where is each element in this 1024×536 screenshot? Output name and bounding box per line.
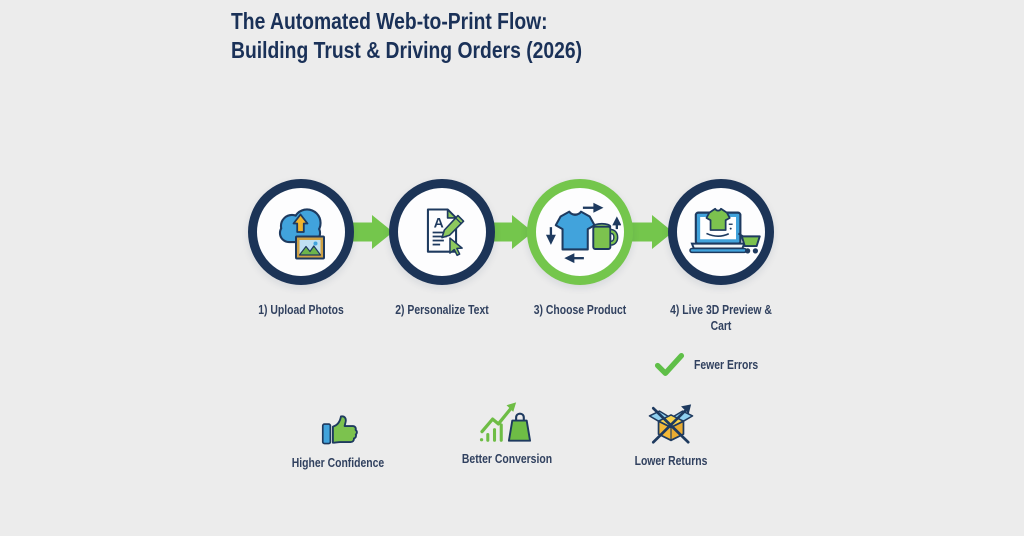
step-label-personalize-text: 2) Personalize Text: [395, 302, 489, 317]
arrow-right-icon: [348, 215, 393, 249]
flow-connector-2: [488, 214, 534, 250]
step-circle-upload-photos: [248, 179, 354, 285]
flow-connector-3: [628, 214, 674, 250]
step-circle-personalize-text: A: [389, 179, 495, 285]
arrow-right-icon: [488, 215, 533, 249]
step-label-choose-product: 3) Choose Product: [533, 302, 627, 317]
fewer-errors-callout: Fewer Errors: [654, 352, 774, 377]
laptop-preview-cart-icon: [689, 207, 761, 254]
fewer-errors-label: Fewer Errors: [694, 357, 759, 372]
growth-chart-bag-icon: [479, 402, 531, 442]
title-line-2: Building Trust & Driving Orders (2026): [231, 36, 583, 63]
title-line-1: The Automated Web-to-Print Flow:: [231, 8, 548, 34]
benefit-better-conversion: Better Conversion: [422, 399, 592, 466]
benefit-lower-returns: Lower Returns: [586, 401, 756, 468]
tshirt-mug-cycle-icon: [545, 202, 621, 264]
svg-text:A: A: [434, 214, 444, 230]
step-circle-choose-product: [527, 179, 633, 285]
document-edit-icon: A: [426, 208, 465, 257]
flow-connector-1: [348, 214, 394, 250]
benefit-label-higher-confidence: Higher Confidence: [291, 455, 385, 470]
step-circle-live-3d-preview-cart: [668, 179, 774, 285]
step-label-upload-photos: 1) Upload Photos: [258, 302, 344, 317]
thumbs-up-icon: [321, 415, 358, 445]
benefit-label-better-conversion: Better Conversion: [461, 451, 553, 466]
cloud-upload-photo-icon: [278, 208, 325, 260]
step-label-live-3d-preview-cart: 4) Live 3D Preview & Cart: [670, 302, 772, 333]
no-returns-box-icon: [648, 404, 694, 444]
benefit-label-lower-returns: Lower Returns: [634, 453, 708, 468]
checkmark-icon: [654, 353, 685, 376]
arrow-right-icon: [628, 215, 673, 249]
title-block: The Automated Web-to-Print Flow: Buildin…: [231, 7, 582, 64]
benefit-higher-confidence: Higher Confidence: [253, 403, 423, 470]
